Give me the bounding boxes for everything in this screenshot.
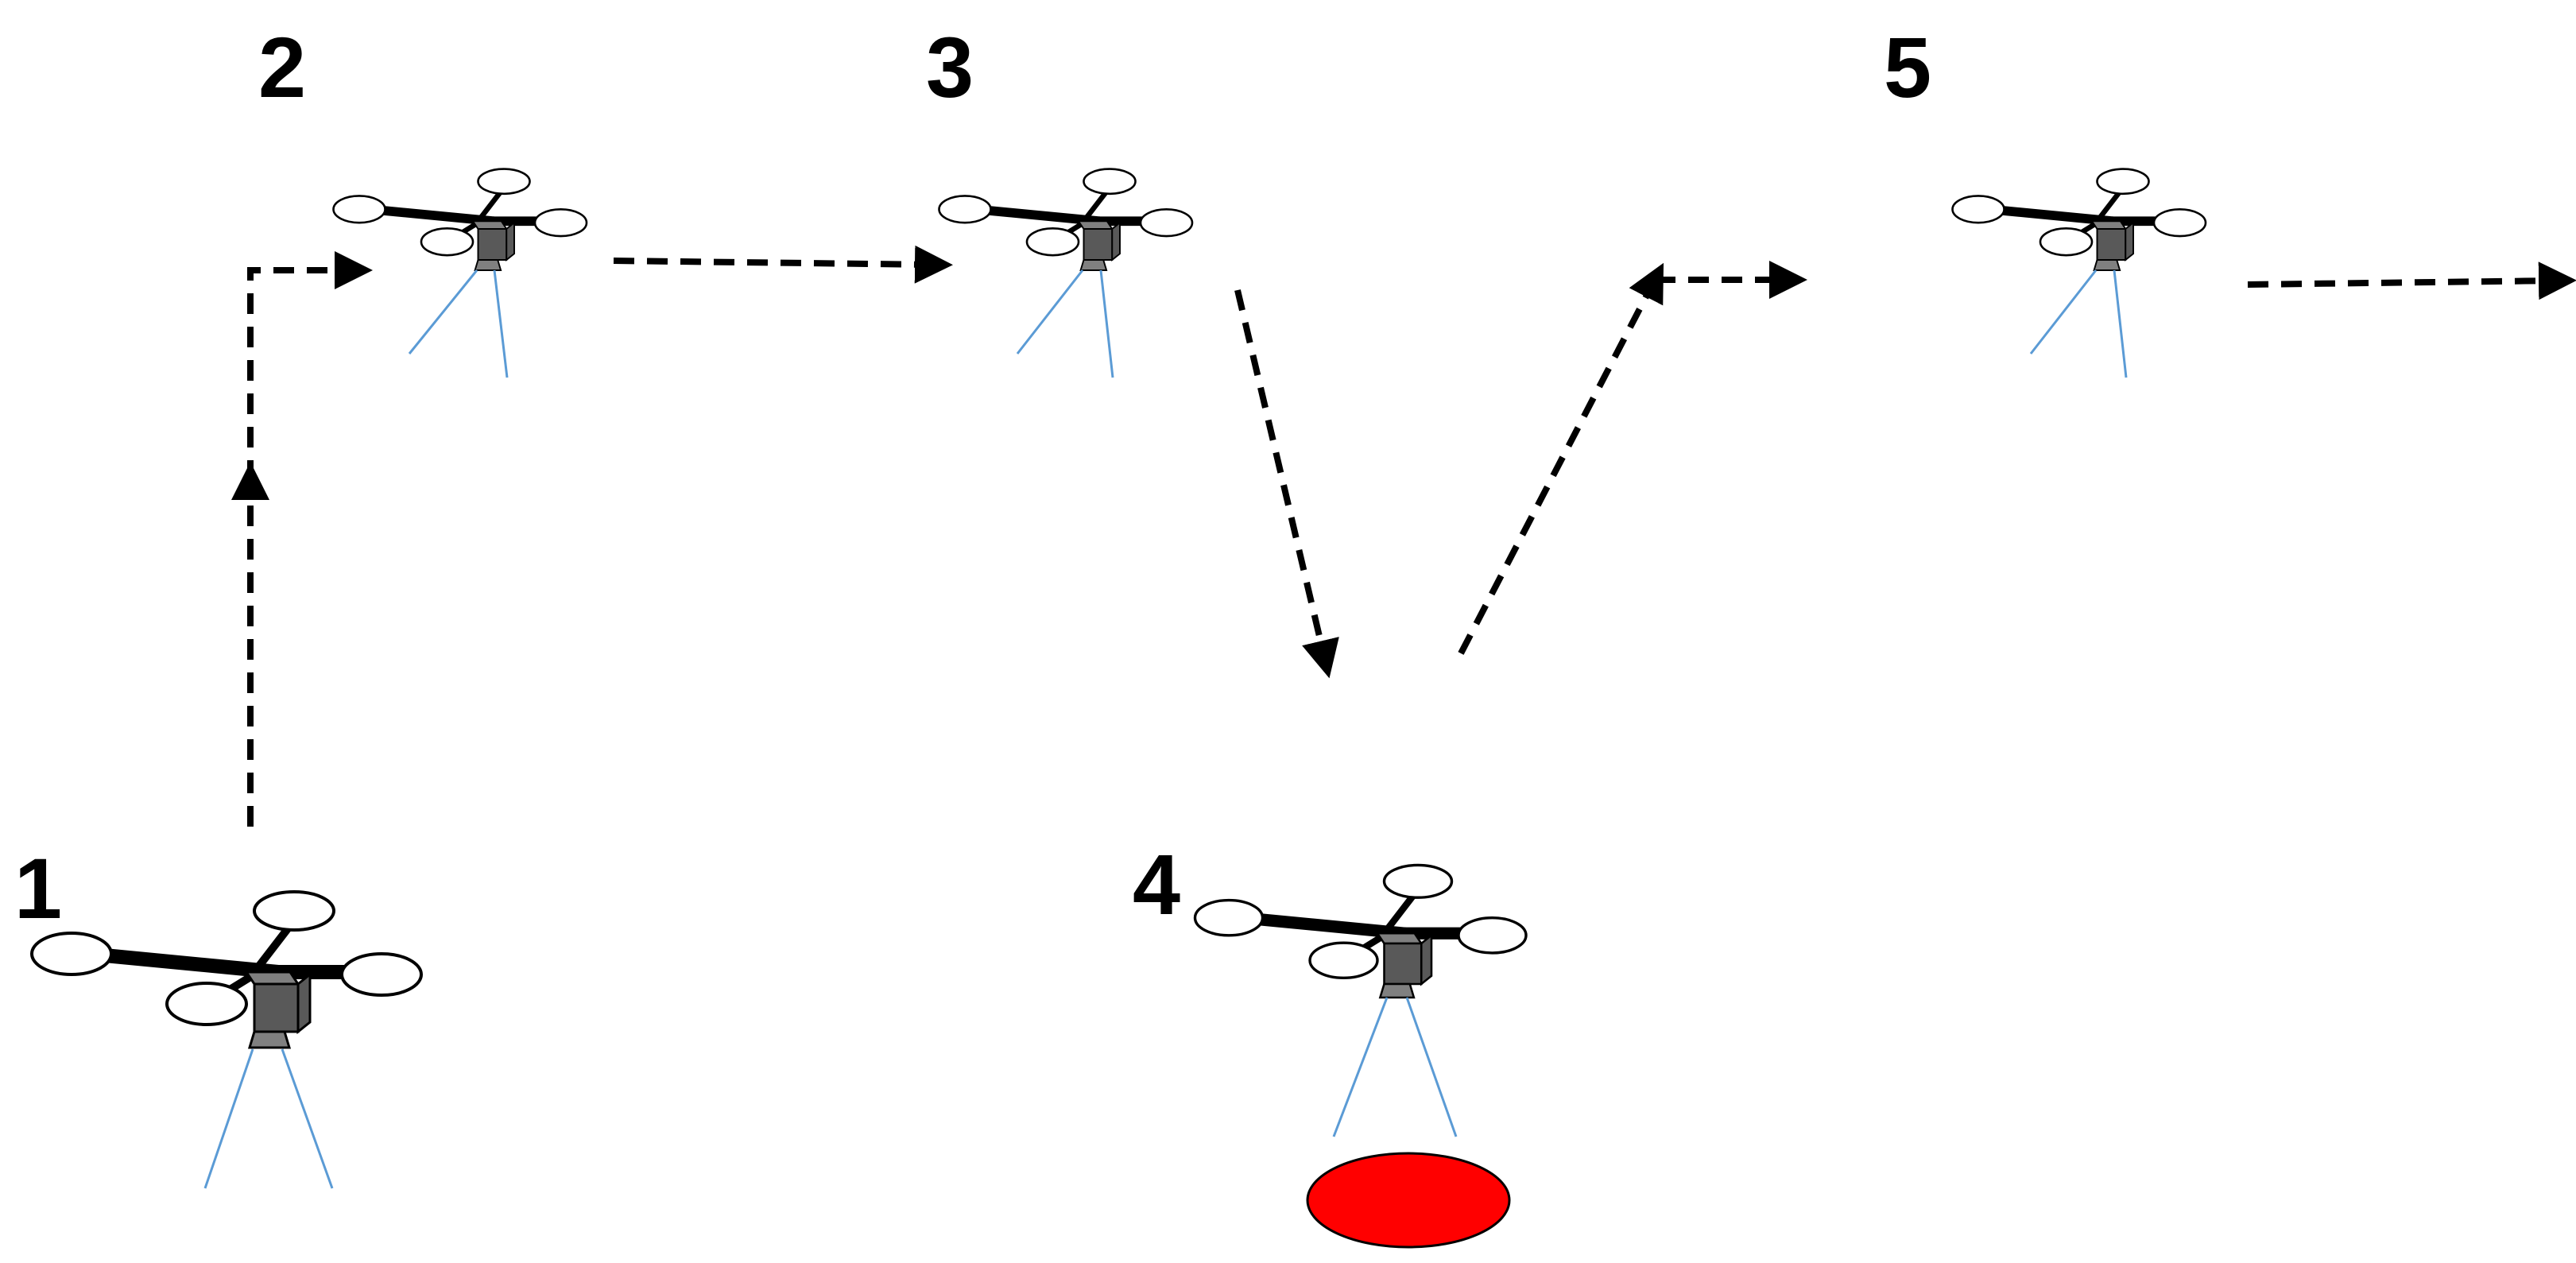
camera-beam-step-5-right <box>2113 269 2128 378</box>
step-label-1: 1 <box>14 840 62 936</box>
drone-step-4 <box>1195 865 1527 998</box>
drone-step-2 <box>334 169 587 270</box>
camera-beam-step-3-right <box>1099 269 1114 378</box>
camera-beam-step-4-right <box>1405 997 1458 1137</box>
camera-beam-step-2-left <box>408 269 478 354</box>
drone-step-3 <box>939 169 1193 270</box>
step-label-3: 3 <box>926 19 974 115</box>
camera-beam-step-1-left <box>203 1048 254 1189</box>
path-5-onward <box>2247 262 2576 300</box>
step-label-2: 2 <box>258 19 306 115</box>
camera-beam-step-4-left <box>1332 997 1389 1137</box>
step-label-4: 4 <box>1133 836 1180 932</box>
path-4-up <box>1458 262 1664 655</box>
path-3-to-4 <box>1234 289 1339 679</box>
camera-beam-step-3-left <box>1016 269 1084 354</box>
camera-beam-step-1-right <box>281 1048 334 1189</box>
path-1-to-2 <box>247 251 373 481</box>
camera-beam-step-5-left <box>2029 269 2098 354</box>
drone-step-1 <box>32 892 421 1048</box>
drone-step-5 <box>1953 169 2206 270</box>
step-label-5: 5 <box>1884 19 1931 115</box>
red-target <box>1306 1152 1511 1249</box>
path-2-to-3 <box>613 245 953 284</box>
camera-beam-step-2-right <box>493 269 509 378</box>
